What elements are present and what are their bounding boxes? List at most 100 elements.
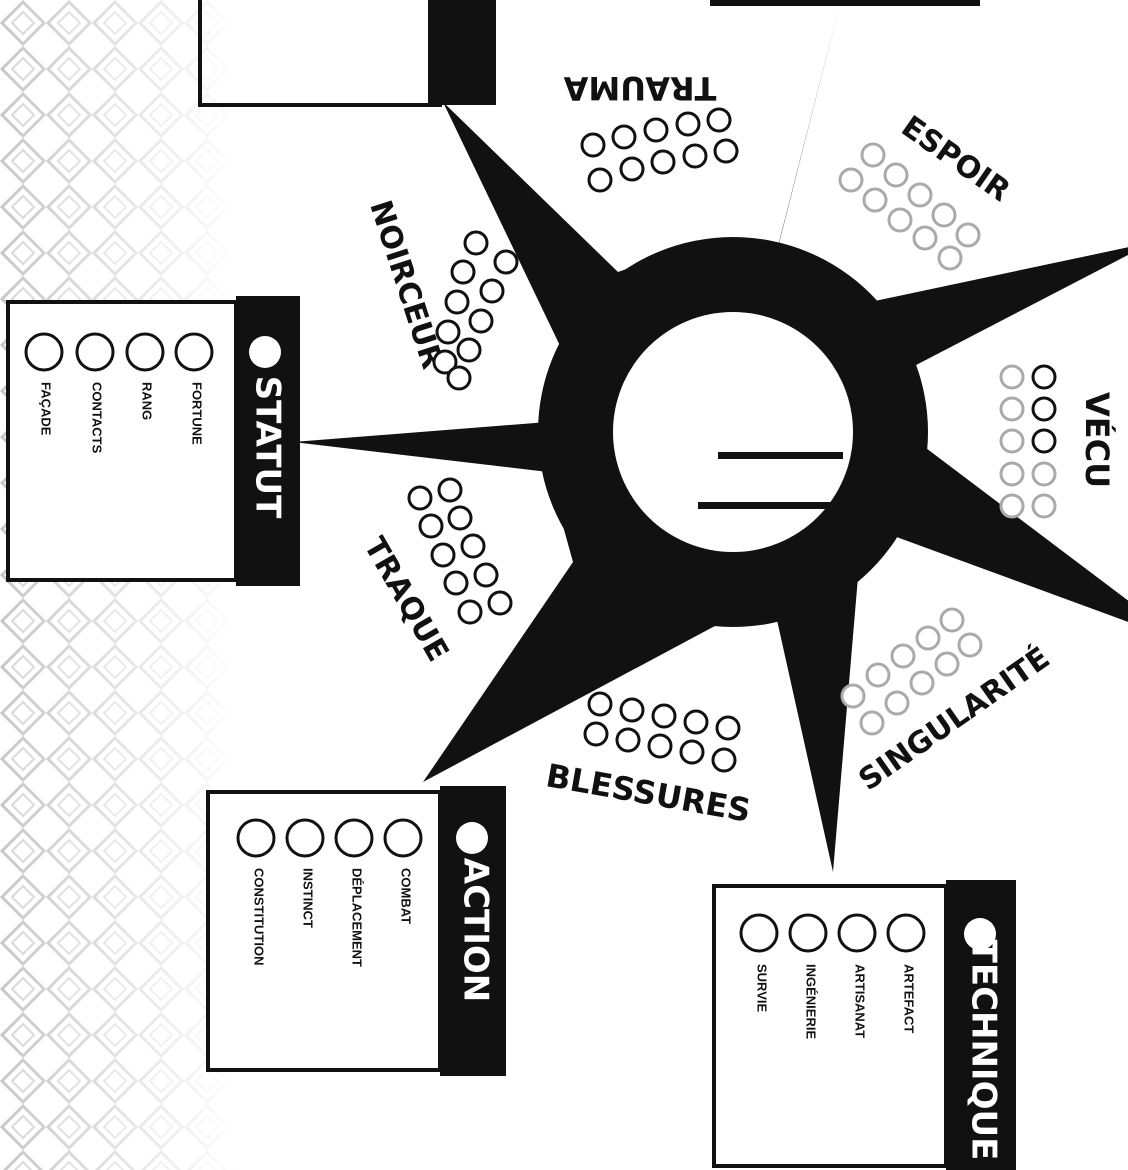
espoir-circle[interactable]	[862, 144, 884, 166]
vecu-circle[interactable]	[1001, 463, 1023, 485]
technique-skill-label: ARTISANAT	[853, 964, 868, 1038]
singularite-circle[interactable]	[941, 609, 963, 631]
technique-circle[interactable]	[790, 915, 826, 951]
technique-circle[interactable]	[839, 915, 875, 951]
blessures-track	[585, 693, 739, 771]
singularite-circle[interactable]	[892, 645, 914, 667]
traque-circle[interactable]	[445, 572, 467, 594]
vecu-circle[interactable]	[1001, 366, 1023, 388]
action-circle[interactable]	[238, 820, 274, 856]
blessures-circle[interactable]	[653, 705, 675, 727]
statut-circle[interactable]	[26, 334, 62, 370]
espoir-circle[interactable]	[840, 169, 862, 191]
blessures-circle[interactable]	[685, 711, 707, 733]
traque-circle[interactable]	[489, 592, 511, 614]
espoir-circle[interactable]	[889, 209, 911, 231]
top-panel-left	[200, 0, 496, 105]
traque-circle[interactable]	[432, 544, 454, 566]
blessures-circle[interactable]	[589, 693, 611, 715]
trauma-circle[interactable]	[715, 140, 737, 162]
espoir-circle[interactable]	[909, 184, 931, 206]
trauma-circle[interactable]	[677, 113, 699, 135]
action-circle[interactable]	[287, 820, 323, 856]
technique-skill-label: INGÉNIERIE	[804, 964, 819, 1039]
traque-circle[interactable]	[449, 507, 471, 529]
statut-skill-label: RANG	[140, 382, 155, 420]
espoir-circle[interactable]	[957, 224, 979, 246]
statut-circle[interactable]	[176, 334, 212, 370]
blessures-circle[interactable]	[649, 735, 671, 757]
trauma-track	[582, 109, 737, 191]
statut-circle[interactable]	[77, 334, 113, 370]
trauma-circle[interactable]	[684, 145, 706, 167]
trauma-circle[interactable]	[589, 169, 611, 191]
blessures-circle[interactable]	[585, 723, 607, 745]
action-title: ACTION	[456, 858, 496, 1002]
singularite-circle[interactable]	[917, 627, 939, 649]
trauma-circle[interactable]	[613, 126, 635, 148]
trauma-circle[interactable]	[708, 109, 730, 131]
espoir-circle[interactable]	[864, 189, 886, 211]
center-mark-1	[718, 452, 843, 459]
traque-circle[interactable]	[459, 601, 481, 623]
vecu-circle[interactable]	[1033, 463, 1055, 485]
blessures-circle[interactable]	[713, 749, 735, 771]
traque-circle[interactable]	[409, 487, 431, 509]
singularite-circle[interactable]	[886, 692, 908, 714]
noirceur-circle[interactable]	[452, 261, 474, 283]
statut-circle[interactable]	[127, 334, 163, 370]
noirceur-circle[interactable]	[458, 339, 480, 361]
espoir-circle[interactable]	[914, 227, 936, 249]
noirceur-circle[interactable]	[437, 321, 459, 343]
singularite-circle[interactable]	[842, 685, 864, 707]
blessures-circle[interactable]	[717, 717, 739, 739]
espoir-circle[interactable]	[933, 204, 955, 226]
technique-skill-label: ARTEFACT	[902, 964, 917, 1033]
background-pattern	[0, 0, 240, 1170]
action-circle[interactable]	[336, 820, 372, 856]
technique-title: TECHNIQUE	[964, 940, 1004, 1161]
vecu-circle[interactable]	[1001, 430, 1023, 452]
vecu-circle[interactable]	[1033, 398, 1055, 420]
vecu-circle[interactable]	[1033, 495, 1055, 517]
blessures-circle[interactable]	[621, 699, 643, 721]
vecu-circle[interactable]	[1001, 495, 1023, 517]
trauma-circle[interactable]	[621, 158, 643, 180]
espoir-circle[interactable]	[939, 247, 961, 269]
noirceur-circle[interactable]	[448, 367, 470, 389]
singularite-circle[interactable]	[911, 672, 933, 694]
blessures-circle[interactable]	[681, 741, 703, 763]
action-skill-label: DÉPLACEMENT	[350, 868, 365, 967]
action-circle[interactable]	[385, 820, 421, 856]
technique-circle[interactable]	[741, 915, 777, 951]
blessures-circle[interactable]	[617, 729, 639, 751]
traque-circle[interactable]	[439, 479, 461, 501]
vecu-circle[interactable]	[1033, 430, 1055, 452]
statut-marker	[249, 336, 281, 368]
vecu-circle[interactable]	[1001, 398, 1023, 420]
action-skill-label: COMBAT	[399, 868, 414, 924]
trauma-circle[interactable]	[582, 134, 604, 156]
statut-panel: STATUT FORTUNE RANG CONTACTS FAÇADE	[8, 296, 300, 586]
traque-circle[interactable]	[462, 535, 484, 557]
statut-skill-label: FORTUNE	[190, 382, 205, 445]
vecu-circle[interactable]	[1033, 366, 1055, 388]
noirceur-circle[interactable]	[465, 232, 487, 254]
singularite-circle[interactable]	[959, 634, 981, 656]
trauma-circle[interactable]	[652, 151, 674, 173]
trauma-circle[interactable]	[645, 119, 667, 141]
noirceur-circle[interactable]	[446, 291, 468, 313]
traque-circle[interactable]	[475, 564, 497, 586]
singularite-circle[interactable]	[867, 664, 889, 686]
noirceur-circle[interactable]	[495, 251, 517, 273]
espoir-circle[interactable]	[885, 164, 907, 186]
singularite-circle[interactable]	[936, 653, 958, 675]
top-panel-right	[710, 0, 980, 6]
noirceur-circle[interactable]	[481, 280, 503, 302]
technique-circle[interactable]	[888, 915, 924, 951]
noirceur-circle[interactable]	[470, 310, 492, 332]
action-panel: ACTION COMBAT DÉPLACEMENT INSTINCT CONST…	[208, 786, 506, 1076]
traque-circle[interactable]	[420, 515, 442, 537]
singularite-circle[interactable]	[861, 712, 883, 734]
